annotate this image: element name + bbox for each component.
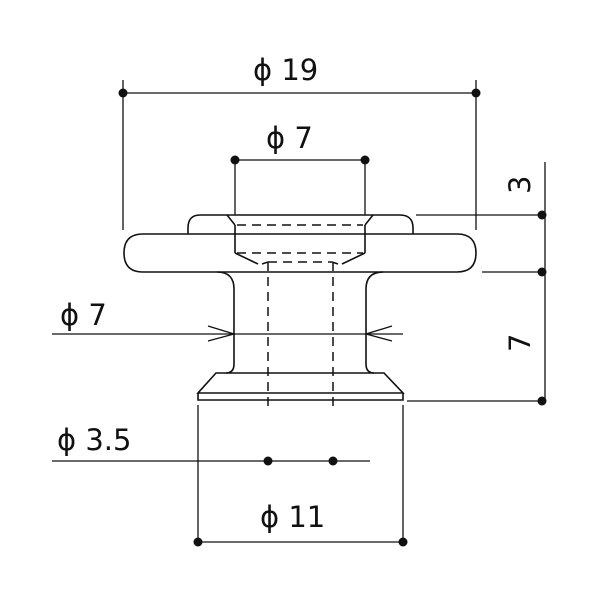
- label-phi-3-5: ϕ 3.5: [57, 423, 131, 457]
- label-height-7: 7: [503, 334, 537, 352]
- label-phi-11: ϕ 11: [260, 500, 325, 534]
- dimension-neck-phi-7: ϕ 7: [52, 298, 403, 342]
- hidden-bore: [226, 214, 374, 410]
- label-height-3: 3: [503, 176, 537, 194]
- label-top-phi-7: ϕ 7: [266, 121, 313, 155]
- dimension-heights: 3 7: [407, 162, 547, 406]
- dimension-top-bore-phi-7: ϕ 7: [230, 121, 370, 215]
- neck-right: [365, 271, 384, 374]
- neck-left: [216, 271, 235, 374]
- dimension-phi-19: ϕ 19: [118, 53, 481, 230]
- top-cap: [187, 214, 414, 234]
- flange: [123, 233, 477, 273]
- dimension-phi-3-5: ϕ 3.5: [52, 423, 370, 466]
- dimension-phi-11: ϕ 11: [193, 405, 408, 547]
- base-chamfer: [196, 372, 405, 394]
- part-outline: [123, 214, 477, 401]
- label-neck-phi-7: ϕ 7: [60, 298, 107, 332]
- base-rim: [197, 393, 404, 401]
- label-phi-19: ϕ 19: [253, 53, 318, 87]
